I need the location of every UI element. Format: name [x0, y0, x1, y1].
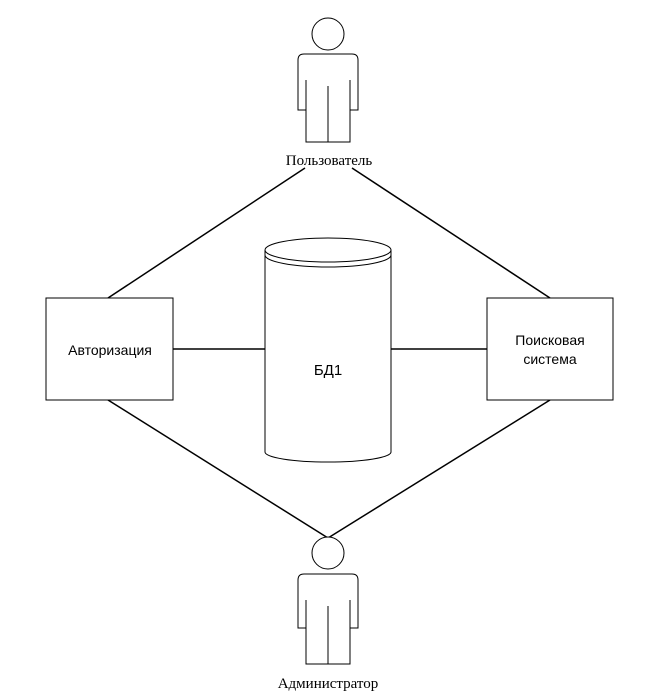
actor-admin-label: Администратор — [278, 676, 379, 692]
auth-box — [45, 297, 174, 401]
database-top-rim — [264, 254, 392, 268]
connector-user-auth — [107, 167, 306, 299]
database-cylinder — [264, 237, 392, 463]
connector-user-search — [351, 167, 551, 299]
actor-user-head — [311, 17, 345, 51]
database-body — [264, 250, 392, 463]
database-label: БД1 — [314, 362, 342, 379]
auth-box-label: Авторизация — [68, 342, 152, 358]
actor-admin — [297, 536, 359, 665]
actor-admin-head — [311, 536, 345, 570]
database-top — [264, 237, 392, 263]
connectors — [107, 167, 551, 539]
search-box-label-line2: система — [523, 351, 576, 367]
connector-search-admin — [327, 399, 551, 539]
search-box-label-line1: Поисковая — [515, 332, 584, 348]
search-box — [486, 297, 614, 401]
actor-user — [297, 17, 359, 143]
connector-auth-admin — [107, 399, 329, 539]
actor-user-label: Пользователь — [286, 153, 373, 169]
